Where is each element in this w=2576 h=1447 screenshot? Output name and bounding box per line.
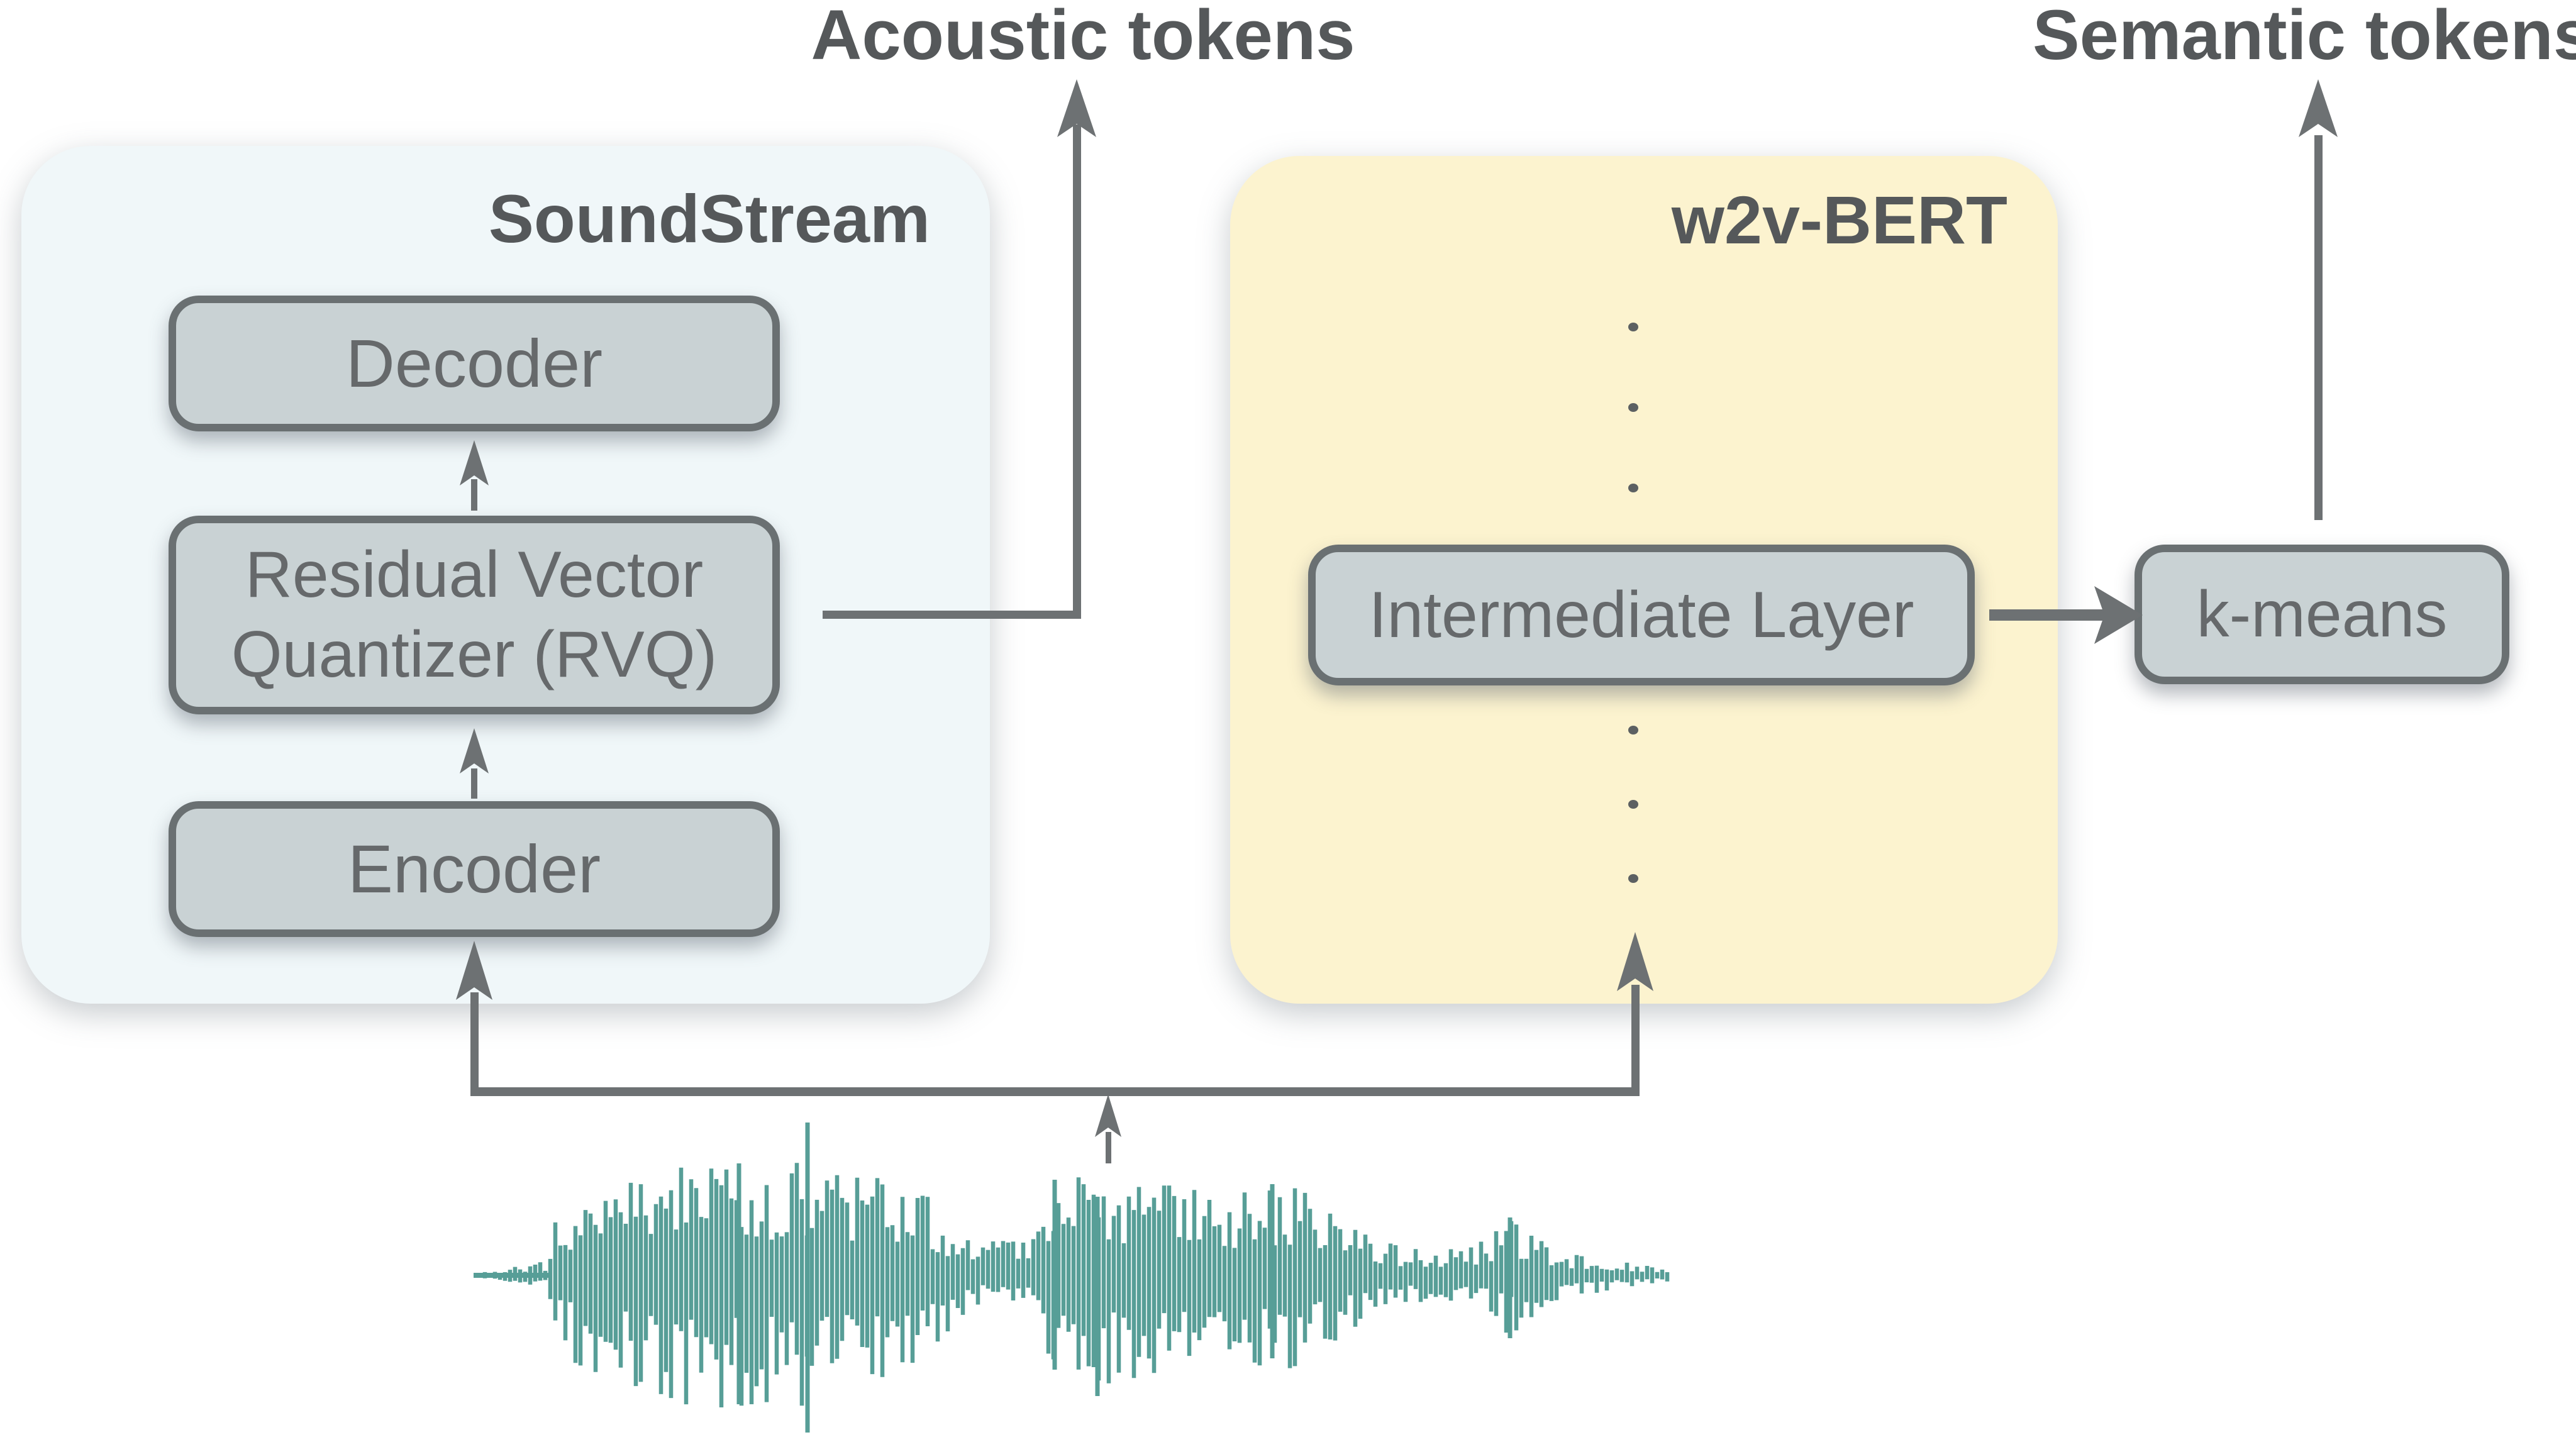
input-split-line [456, 932, 1653, 1163]
kmeans-block: k-means [2135, 545, 2509, 684]
soundstream-title: SoundStream [488, 180, 930, 257]
rvq-label-line2: Quantizer (RVQ) [231, 618, 718, 691]
soundstream-panel: SoundStream Decoder Residual Vector Quan… [21, 146, 990, 1004]
layer-dot [1628, 403, 1638, 412]
intermediate-layer-block: Intermediate Layer [1308, 545, 1975, 685]
intermediate-to-kmeans-arrow [1989, 586, 2143, 644]
rvq-block: Residual Vector Quantizer (RVQ) [169, 516, 780, 714]
rvq-to-decoder-arrow [460, 440, 489, 511]
encoder-label: Encoder [347, 831, 601, 907]
encoder-to-rvq-arrow [460, 728, 489, 799]
rvq-label-line1: Residual Vector [245, 538, 704, 612]
layer-dot [1628, 874, 1638, 883]
encoder-block: Encoder [169, 801, 780, 937]
intermediate-layer-label: Intermediate Layer [1368, 578, 1914, 651]
w2v-bert-panel: w2v-BERT Intermediate Layer [1230, 156, 2058, 1004]
layer-dot [1628, 484, 1638, 492]
layer-dot [1628, 726, 1638, 735]
acoustic-tokens-arrow [823, 79, 1096, 619]
decoder-block: Decoder [169, 296, 780, 431]
kmeans-label: k-means [2196, 577, 2448, 651]
layer-dot [1628, 323, 1638, 331]
acoustic-tokens-label: Acoustic tokens [811, 0, 1355, 74]
semantic-tokens-label: Semantic tokens [2032, 0, 2576, 74]
semantic-tokens-arrow [2299, 79, 2338, 520]
w2v-bert-title: w2v-BERT [1671, 182, 2007, 258]
speech-waveform [474, 1123, 1670, 1433]
layer-dot [1628, 800, 1638, 809]
decoder-label: Decoder [345, 325, 603, 402]
